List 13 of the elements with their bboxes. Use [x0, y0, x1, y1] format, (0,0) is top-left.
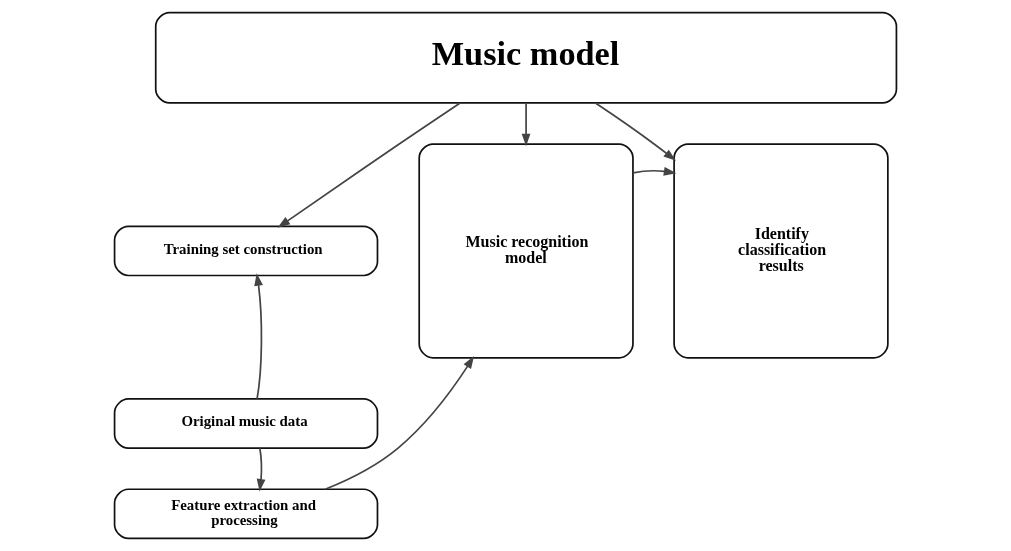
arrow — [324, 356, 475, 491]
node-box: Feature extraction and processing — [113, 488, 379, 540]
node-box: Identify classification results — [673, 143, 889, 359]
arrow — [521, 102, 531, 147]
arrow — [254, 273, 263, 400]
arrow — [594, 102, 677, 161]
node-box: Music model — [154, 11, 898, 104]
arrow — [632, 166, 677, 176]
arrow — [256, 447, 266, 492]
arrow — [277, 102, 461, 228]
node-box: Training set construction — [113, 225, 379, 277]
node-box: Original music data — [113, 398, 379, 449]
node-box: Music recognition model — [418, 143, 634, 359]
